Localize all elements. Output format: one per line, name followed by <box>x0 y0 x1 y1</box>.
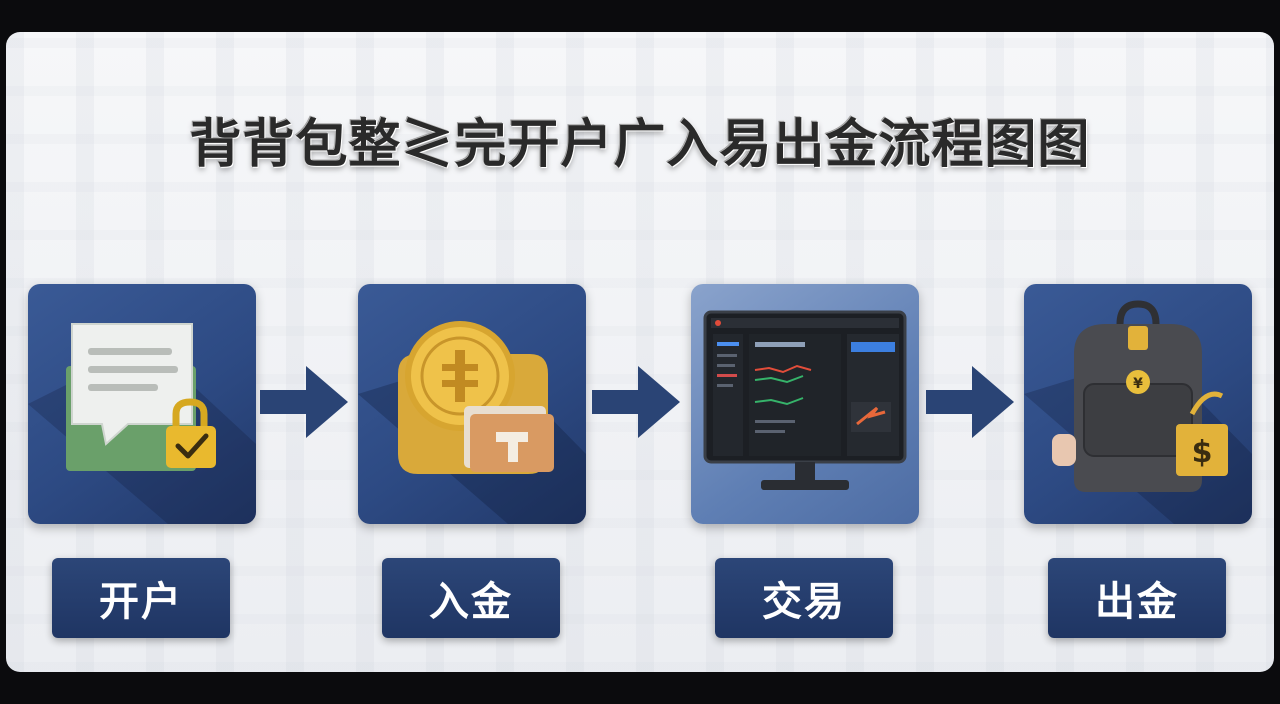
coin-wallet-icon <box>358 321 586 524</box>
backpack-money-icon: ¥ $ <box>1024 300 1252 524</box>
trading-monitor-icon <box>703 310 907 490</box>
svg-text:$: $ <box>1192 435 1213 470</box>
step-card-open-account <box>28 284 256 524</box>
flowchart-panel: 背背包整≷完开户广入易出金流程图图 <box>6 32 1274 672</box>
step-label-trade: 交易 <box>715 558 893 638</box>
step-card-withdraw: ¥ $ <box>1024 284 1252 524</box>
step-card-deposit <box>358 284 586 524</box>
diagram-title: 背背包整≷完开户广入易出金流程图图 <box>189 114 1091 175</box>
step-label-deposit: 入金 <box>382 558 560 638</box>
step-label-withdraw: 出金 <box>1048 558 1226 638</box>
arrow-right-icon <box>260 366 348 438</box>
arrow-right-icon <box>926 366 1014 438</box>
arrow-right-icon <box>592 366 680 438</box>
account-form-lock-icon <box>28 323 256 524</box>
step-label-open-account: 开户 <box>52 558 230 638</box>
svg-text:¥: ¥ <box>1133 376 1143 392</box>
step-card-trade <box>691 284 919 524</box>
